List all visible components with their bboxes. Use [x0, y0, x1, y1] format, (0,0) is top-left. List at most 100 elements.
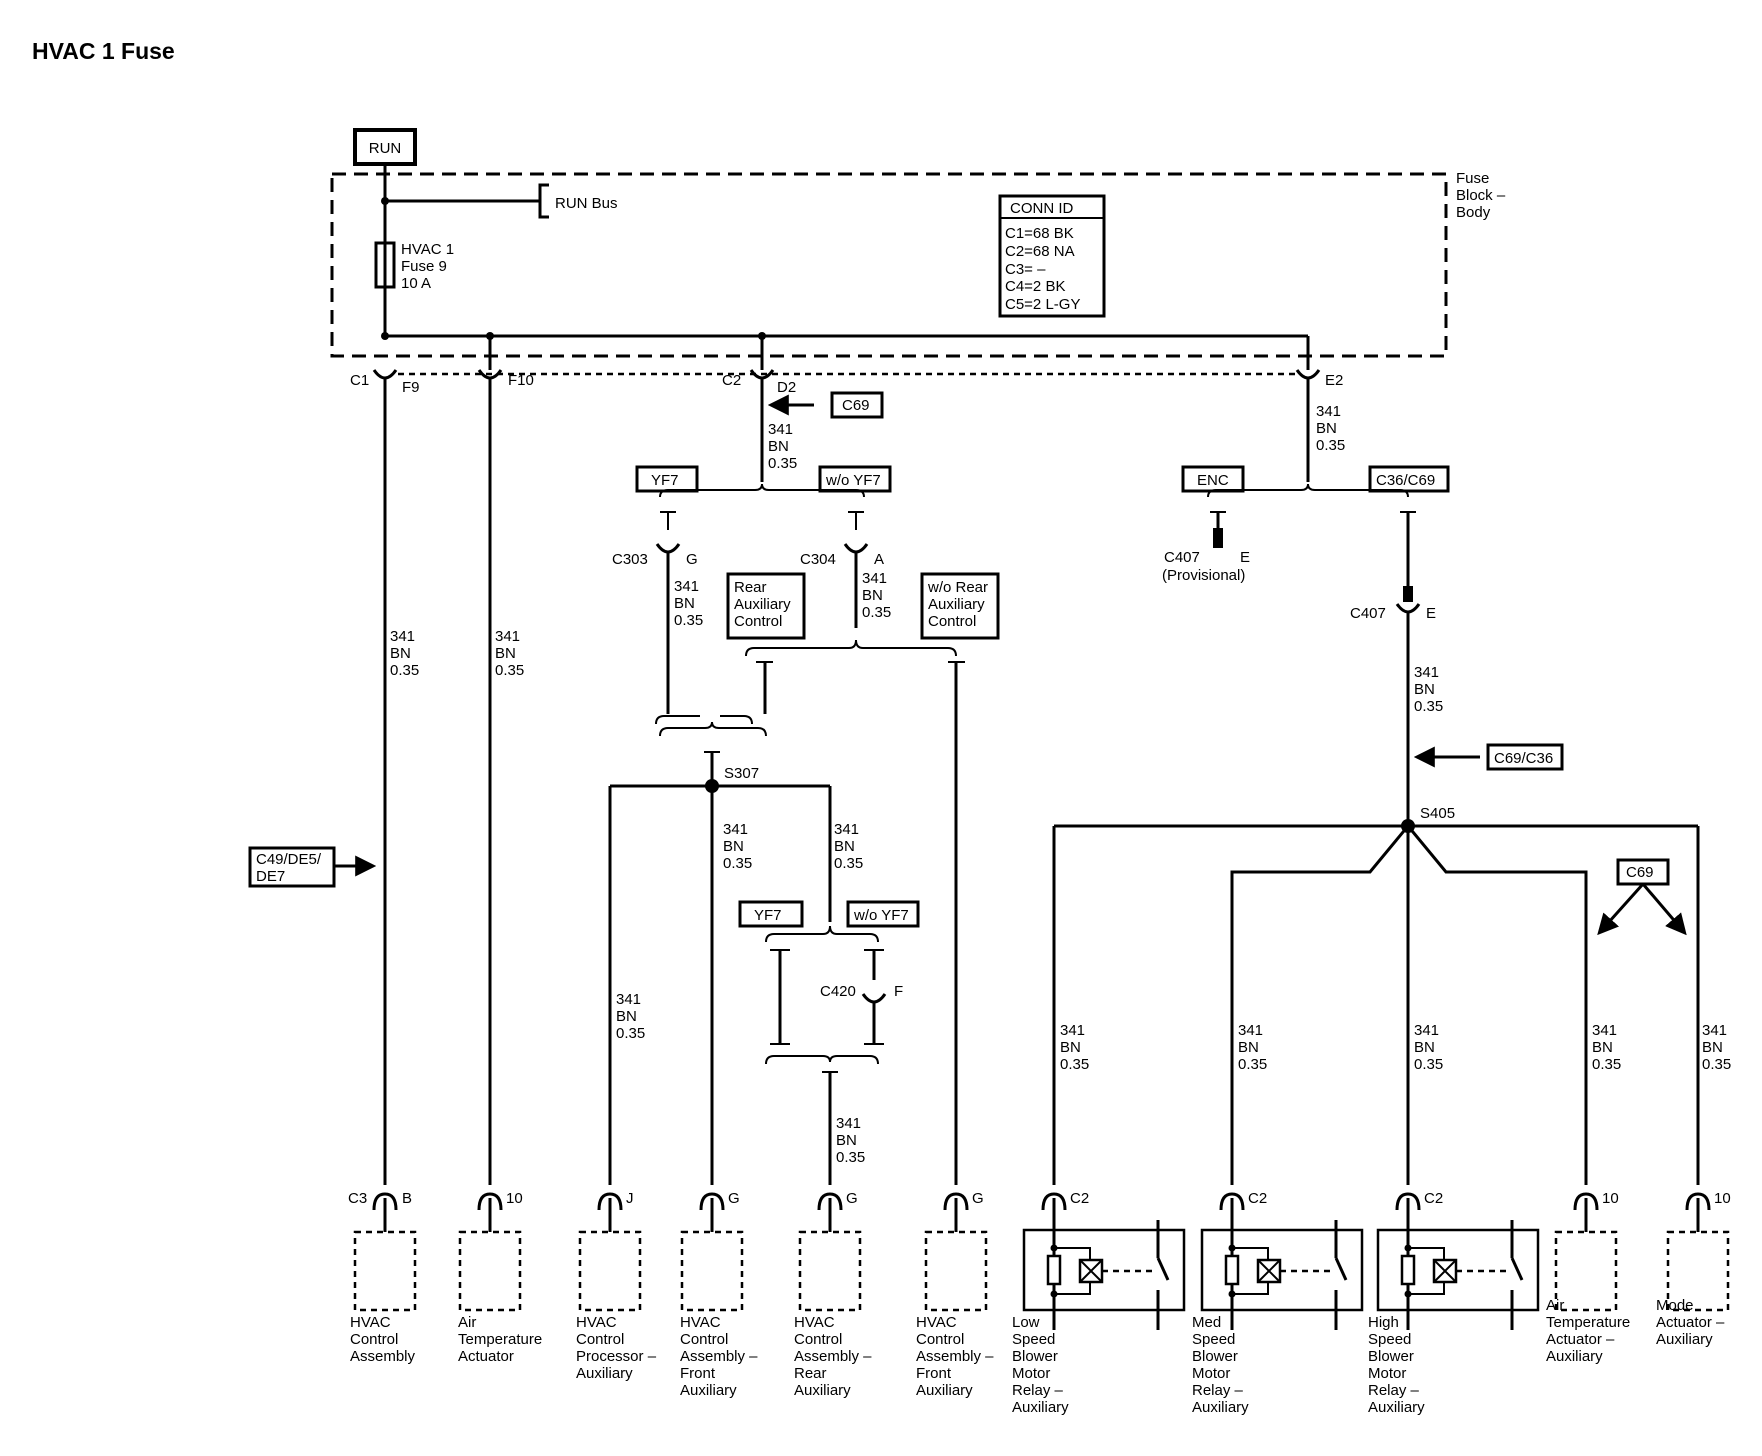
w13-circuit: 341 — [1238, 1022, 1263, 1039]
mode-actuator-aux-label-2: Actuator – — [1656, 1314, 1725, 1331]
w8-color: BN — [834, 838, 855, 855]
air-temperature-actuator-box — [458, 1230, 522, 1312]
hvac-rear-aux-label-3: Assembly – — [794, 1348, 872, 1365]
hvac-front-aux-1-label-1: HVAC — [680, 1314, 721, 1331]
c69-c36-option: C69/C36 — [1486, 743, 1564, 771]
hvac-control-assembly-label-2: Control — [350, 1331, 398, 1348]
low-relay-label-2: Speed — [1012, 1331, 1055, 1348]
conn-c407-pin: E — [1426, 605, 1436, 622]
hvac-control-rear-aux-box — [798, 1230, 862, 1312]
fuse-block-outline — [330, 172, 1448, 358]
c36-c69-option: C36/C69 — [1368, 465, 1450, 493]
w16-size: 0.35 — [1702, 1056, 1731, 1073]
high-relay-label-4: Motor — [1368, 1365, 1406, 1382]
hvac-front-aux-2-label-2: Control — [916, 1331, 964, 1348]
yf7-label-1: YF7 — [651, 472, 679, 489]
w5-color: BN — [862, 587, 883, 604]
hvac-front-aux-1-label-3: Assembly – — [680, 1348, 758, 1365]
conn-c407: C407 — [1350, 605, 1386, 622]
wo-rear-aux-label-3: Control — [928, 613, 976, 630]
conn-pin-10-a: 10 — [506, 1190, 523, 1207]
c69-c36-label: C69/C36 — [1494, 750, 1553, 767]
high-relay-label-6: Auxiliary — [1368, 1399, 1425, 1416]
conn-pin-g-c: G — [972, 1190, 984, 1207]
air-temperature-actuator-aux-box — [1554, 1230, 1618, 1312]
conn-c304: C304 — [800, 551, 836, 568]
fuse-block-label-2: Block – — [1456, 187, 1506, 204]
hvac-front-aux-2-label-5: Auxiliary — [916, 1382, 973, 1399]
w7-color: BN — [723, 838, 744, 855]
w11-size: 0.35 — [1414, 698, 1443, 715]
rear-aux-label-1: Rear — [734, 579, 767, 596]
w9-color: BN — [836, 1132, 857, 1149]
wo-rear-aux-label-1: w/o Rear — [927, 579, 988, 596]
w16-color: BN — [1702, 1039, 1723, 1056]
conn-f9: F9 — [402, 379, 420, 396]
conn-f10: F10 — [508, 372, 534, 389]
high-relay-label-5: Relay – — [1368, 1382, 1420, 1399]
w3-circuit: 341 — [768, 421, 793, 438]
hvac-rear-aux-label-2: Control — [794, 1331, 842, 1348]
hvac-control-processor-aux-box — [578, 1230, 642, 1312]
conn-c2: C2 — [722, 372, 741, 389]
conn-c1: C1 — [350, 372, 369, 389]
hvac-front-aux-1-label-2: Control — [680, 1331, 728, 1348]
w10-circuit: 341 — [1316, 403, 1341, 420]
w6-size: 0.35 — [616, 1025, 645, 1042]
w10-color: BN — [1316, 420, 1337, 437]
hvac-processor-aux-label-2: Control — [576, 1331, 624, 1348]
w3-color: BN — [768, 438, 789, 455]
hvac-control-front-aux-box-2 — [924, 1230, 988, 1312]
conn-c3: C3 — [348, 1190, 367, 1207]
med-relay-label-2: Speed — [1192, 1331, 1235, 1348]
yf7-label-2: YF7 — [754, 907, 782, 924]
rear-aux-control-option: Rear Auxiliary Control — [726, 572, 806, 640]
hvac-front-aux-2-label-1: HVAC — [916, 1314, 957, 1331]
c69-label-s405: C69 — [1626, 864, 1654, 881]
conn-id-table: CONN ID C1=68 BK C2=68 NA C3= – C4=2 BK … — [998, 194, 1106, 318]
conn-pin-10-b: 10 — [1602, 1190, 1619, 1207]
med-relay-label-5: Relay – — [1192, 1382, 1244, 1399]
mode-actuator-aux-label-3: Auxiliary — [1656, 1331, 1713, 1348]
hvac-control-assembly-label-3: Assembly — [350, 1348, 416, 1365]
mode-actuator-aux-label-1: Mode — [1656, 1297, 1694, 1314]
w11-color: BN — [1414, 681, 1435, 698]
air-temp-actuator-label-3: Actuator — [458, 1348, 514, 1365]
conn-id-title: CONN ID — [1010, 200, 1074, 217]
wo-rear-aux-control-option: w/o Rear Auxiliary Control — [920, 572, 1000, 640]
page-title: HVAC 1 Fuse — [32, 38, 175, 64]
yf7-option-2: YF7 — [738, 900, 804, 928]
conn-id-row-1: C1=68 BK — [1005, 225, 1074, 242]
high-relay-label-2: Speed — [1368, 1331, 1411, 1348]
w13-size: 0.35 — [1238, 1056, 1267, 1073]
enc-label: ENC — [1197, 472, 1229, 489]
conn-e2: E2 — [1325, 372, 1343, 389]
conn-c2-low: C2 — [1070, 1190, 1089, 1207]
run-label: RUN — [369, 140, 402, 157]
air-temp-aux-label-3: Actuator – — [1546, 1331, 1615, 1348]
c69-option-s405: C69 — [1597, 858, 1687, 936]
w14-size: 0.35 — [1414, 1056, 1443, 1073]
w2-size: 0.35 — [495, 662, 524, 679]
w16-circuit: 341 — [1702, 1022, 1727, 1039]
low-relay-label-1: Low — [1012, 1314, 1040, 1331]
low-relay-label-6: Auxiliary — [1012, 1399, 1069, 1416]
w15-color: BN — [1592, 1039, 1613, 1056]
w14-color: BN — [1414, 1039, 1435, 1056]
conn-d2: D2 — [777, 379, 796, 396]
high-relay-label-1: High — [1368, 1314, 1399, 1331]
rear-aux-label-3: Control — [734, 613, 782, 630]
yf7-option: YF7 — [635, 465, 699, 493]
med-relay-label-4: Motor — [1192, 1365, 1230, 1382]
w12-size: 0.35 — [1060, 1056, 1089, 1073]
w4-circuit: 341 — [674, 578, 699, 595]
conn-id-row-4: C4=2 BK — [1005, 278, 1065, 295]
wo-rear-aux-label-2: Auxiliary — [928, 596, 985, 613]
conn-c420-pin: F — [894, 983, 903, 1000]
c69-option-d2: C69 — [830, 391, 884, 419]
air-temp-actuator-label-2: Temperature — [458, 1331, 542, 1348]
w8-size: 0.35 — [834, 855, 863, 872]
wo-yf7-option-2: w/o YF7 — [846, 900, 920, 928]
fuse-label-1: HVAC 1 — [401, 241, 454, 258]
w11-circuit: 341 — [1414, 664, 1439, 681]
